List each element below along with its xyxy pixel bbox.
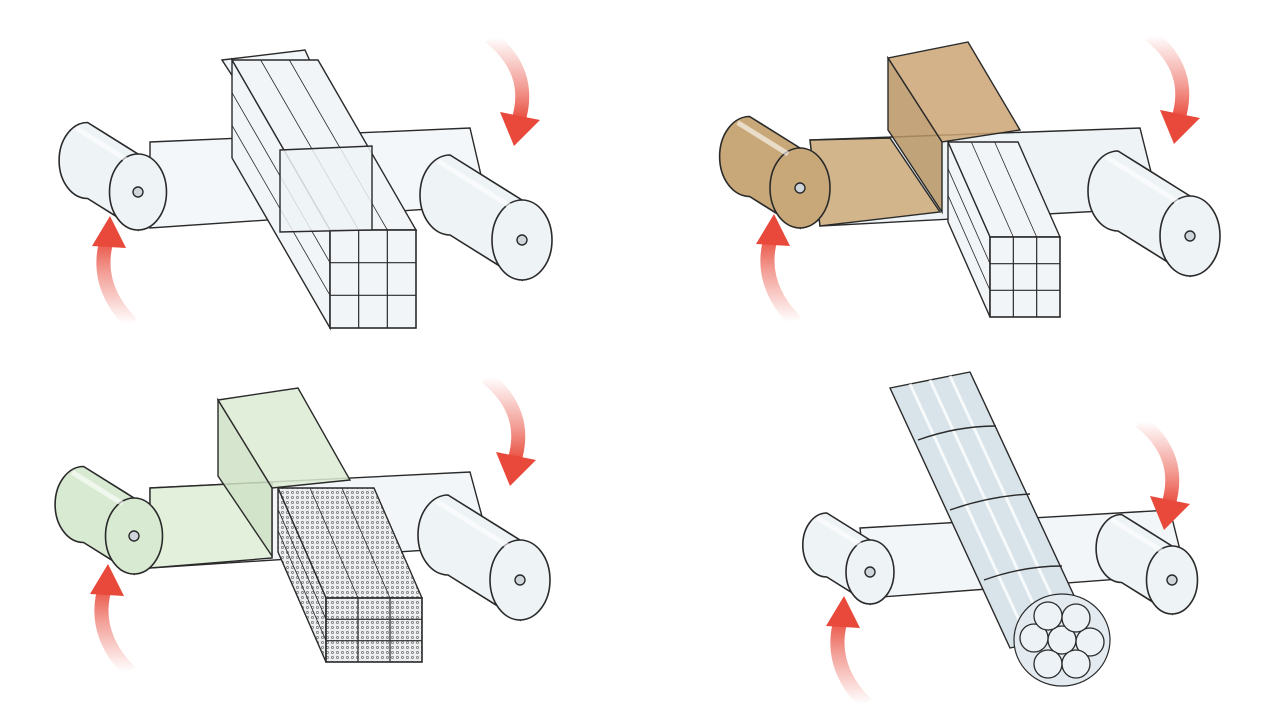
tube-end-1	[1019, 623, 1049, 653]
mesh-bundle-top-line	[309, 487, 359, 599]
arrow-feed-head	[90, 564, 124, 596]
arrow-takeup-head	[1150, 496, 1190, 530]
tube-band-1	[949, 493, 1031, 511]
green-sleeve-side	[217, 397, 273, 559]
tube-end-3	[1033, 601, 1063, 631]
tube-end-6	[1061, 649, 1091, 679]
supply-roll-axle	[794, 182, 806, 194]
arrow-takeup-shaft	[1145, 29, 1190, 123]
tube-end-4	[1061, 603, 1091, 633]
arrow-feed-shaft	[94, 581, 136, 677]
arrow-takeup-shaft	[485, 31, 530, 125]
mesh-bundle-side-line	[277, 509, 327, 620]
arrow-takeup-head	[500, 112, 540, 146]
takeup-roll-axle	[1184, 230, 1196, 242]
arrow-feed-head	[92, 216, 126, 248]
arrow-feed-shaft	[96, 233, 138, 329]
supply-roll-axle	[864, 566, 876, 578]
takeup-roll-shine	[434, 498, 510, 549]
takeup-roll-axle	[1166, 574, 1178, 586]
arrow-takeup-shaft	[1135, 415, 1180, 509]
tube-highlight	[908, 383, 1032, 645]
tube-highlight	[948, 375, 1072, 637]
supply-roll-shine	[70, 470, 124, 506]
supply-roll-shine	[74, 126, 128, 162]
product-bundle-top-line	[994, 141, 1038, 238]
takeup-roll-shine	[1104, 154, 1180, 205]
paper-sleeve-side	[887, 55, 943, 215]
product-bundle-front	[329, 229, 417, 329]
mesh-bundle-front	[325, 597, 423, 663]
arrow-takeup-head	[1160, 110, 1200, 144]
arrow-takeup-shaft	[481, 371, 526, 465]
panel-mesh-film-square-bundle	[54, 371, 551, 677]
takeup-roll-axle	[514, 574, 526, 586]
supply-roll-axle	[132, 186, 144, 198]
takeup-roll-axle	[516, 234, 528, 246]
tube-end-2	[1075, 627, 1105, 657]
supply-roll-shine	[815, 515, 862, 547]
supply-roll-shine	[736, 120, 790, 157]
panel-clear-film-square-bundle	[58, 31, 553, 331]
tube-band-0	[917, 425, 997, 441]
arrow-takeup-head	[496, 452, 536, 486]
arrow-feed-head	[826, 596, 860, 628]
mesh-bundle-top-line	[341, 487, 391, 599]
supply-roll-axle	[128, 530, 140, 542]
wrap-sleeve-front	[279, 145, 373, 233]
product-bundle-side-line	[947, 195, 991, 291]
product-bundle-front	[989, 236, 1061, 318]
panel-kraft-paper-square-bundle	[718, 29, 1221, 327]
panel-clear-film-round-bundle	[802, 371, 1199, 709]
tube-highlight	[928, 379, 1052, 641]
product-bundle-top-line	[970, 141, 1014, 238]
product-bundle-side-line	[947, 168, 991, 264]
takeup-roll-shine	[436, 158, 512, 209]
mesh-bundle-side-line	[277, 530, 327, 641]
takeup-roll-shine	[1110, 517, 1164, 554]
arrow-feed-shaft	[830, 613, 872, 709]
tube-band-2	[983, 565, 1063, 581]
arrow-feed-shaft	[760, 231, 802, 327]
arrow-feed-head	[756, 214, 790, 246]
tube-end-5	[1033, 649, 1063, 679]
